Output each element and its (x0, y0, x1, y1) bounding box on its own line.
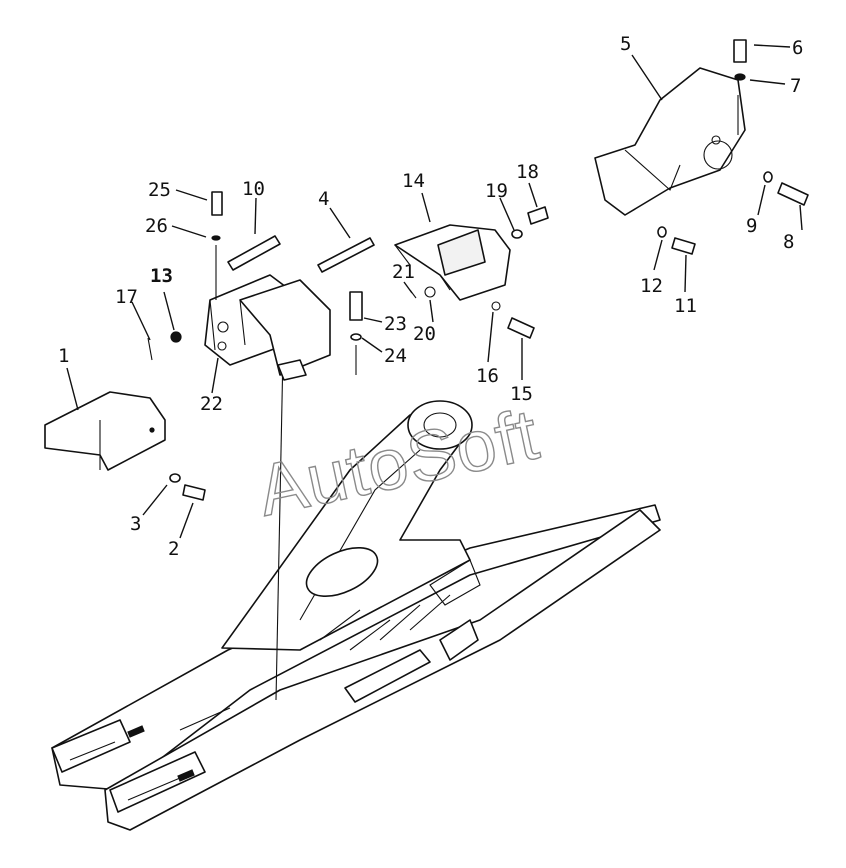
callout-22: 22 (200, 393, 223, 415)
callout-25: 25 (148, 179, 171, 201)
callout-13: 13 (150, 265, 173, 287)
main-frame (51, 351, 661, 831)
guard-part-1 (44, 391, 166, 471)
callout-4: 4 (318, 188, 329, 210)
callout-16: 16 (476, 365, 499, 387)
leader-lines (66, 44, 803, 539)
callout-23: 23 (384, 313, 407, 335)
callout-5: 5 (620, 33, 631, 55)
callout-18: 18 (516, 161, 539, 183)
callout-labels: 1 2 3 4 5 6 7 8 9 10 11 12 13 14 15 16 1… (58, 33, 803, 560)
callout-6: 6 (792, 37, 803, 59)
callout-14: 14 (402, 170, 425, 192)
callout-10: 10 (242, 178, 265, 200)
cover-part-14 (394, 224, 511, 301)
callout-11: 11 (674, 295, 697, 317)
callout-1: 1 (58, 345, 69, 367)
hardware-fasteners (169, 171, 809, 501)
callout-24: 24 (384, 345, 407, 367)
cover-part-5 (594, 39, 747, 216)
callout-20: 20 (413, 323, 436, 345)
callout-15: 15 (510, 383, 533, 405)
callout-3: 3 (130, 513, 141, 535)
callout-8: 8 (783, 231, 794, 253)
callout-19: 19 (485, 180, 508, 202)
callout-21: 21 (392, 261, 415, 283)
callout-12: 12 (640, 275, 663, 297)
callout-2: 2 (168, 538, 179, 560)
callout-26: 26 (145, 215, 168, 237)
callout-17: 17 (115, 286, 138, 308)
bolt-23-washer-24 (349, 291, 363, 375)
callout-9: 9 (746, 215, 757, 237)
callout-7: 7 (790, 75, 801, 97)
bracket-assembly (147, 191, 375, 381)
